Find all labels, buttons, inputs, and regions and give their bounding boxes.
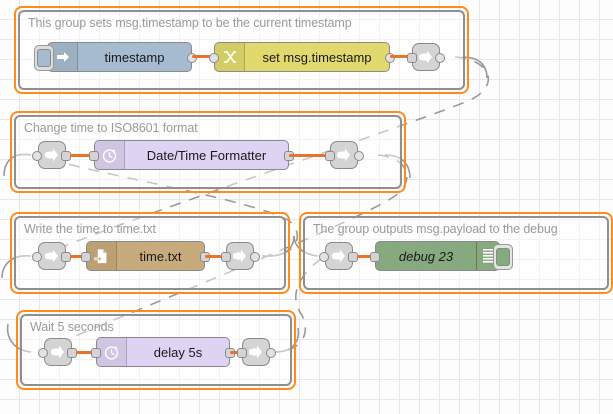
link-out-1-output-port[interactable] (435, 53, 445, 63)
datetime-input-port[interactable] (89, 151, 99, 161)
file-input-port[interactable] (81, 252, 91, 262)
node-link-out-5[interactable] (237, 338, 276, 366)
group-delay-label: Wait 5 seconds (30, 320, 114, 334)
wire-linkin2-to-datetime (70, 154, 98, 157)
node-link-out-3[interactable] (221, 242, 260, 270)
group-writefile-label: Write the time to time.txt (24, 222, 156, 236)
debug-toggle-swatch (496, 248, 510, 266)
wire-datetime-to-linkout2 (289, 154, 335, 157)
clock-icon (97, 338, 127, 366)
group-iso8601-label: Change time to ISO8601 format (24, 121, 198, 135)
link-out-3-input-port[interactable] (221, 252, 231, 262)
change-input-port[interactable] (209, 53, 219, 63)
link-in-3-input-port[interactable] (32, 252, 42, 262)
node-datetime-label: Date/Time Formatter (146, 147, 267, 163)
node-delay-5s[interactable]: delay 5s (91, 337, 235, 367)
link-in-4-input-port[interactable] (319, 252, 329, 262)
node-link-out-2[interactable] (325, 141, 364, 169)
link-out-icon (336, 148, 350, 162)
link-in-2-input-port[interactable] (32, 151, 42, 161)
link-in-icon (331, 249, 345, 263)
change-output-port[interactable] (385, 53, 395, 63)
wire-file-to-linkout3 (205, 255, 230, 258)
wire-linkin4-to-debug (357, 255, 379, 258)
debug-input-port[interactable] (370, 252, 380, 262)
node-link-in-5[interactable] (38, 338, 77, 366)
wire-inject-to-change (192, 55, 220, 58)
node-file-time-txt[interactable]: time.txt (81, 241, 210, 271)
node-link-out-1[interactable] (407, 43, 445, 71)
link-out-1-input-port[interactable] (407, 53, 417, 63)
clock-icon (95, 141, 125, 169)
link-out-icon (418, 50, 432, 64)
group-timestamp-label: This group sets msg.timestamp to be the … (28, 16, 352, 30)
node-inject-label: timestamp (104, 49, 165, 65)
link-out-icon (232, 249, 246, 263)
delay-input-port[interactable] (91, 348, 101, 358)
node-change-label: set msg.timestamp (262, 49, 372, 65)
file-write-icon (87, 242, 117, 270)
debug-enable-toggle[interactable] (493, 244, 513, 270)
link-out-2-input-port[interactable] (325, 151, 335, 161)
group-debug-label: The group outputs msg.payload to the deb… (313, 222, 558, 236)
node-debug-23[interactable]: debug 23 (370, 241, 513, 271)
node-file-label: time.txt (139, 248, 182, 264)
link-in-icon (44, 148, 58, 162)
debug-lines-icon (476, 242, 499, 270)
node-link-in-2[interactable] (32, 141, 71, 169)
link-out-icon (248, 345, 262, 359)
link-out-2-output-port[interactable] (354, 151, 364, 161)
inject-trigger-swatch (37, 49, 51, 67)
node-datetime-formatter[interactable]: Date/Time Formatter (89, 140, 294, 170)
node-change-set-timestamp[interactable]: set msg.timestamp (209, 42, 395, 72)
node-link-in-3[interactable] (32, 242, 71, 270)
link-in-icon (50, 345, 64, 359)
node-delay-label: delay 5s (153, 344, 203, 360)
inject-trigger-button[interactable] (34, 45, 54, 71)
node-link-in-4[interactable] (319, 242, 358, 270)
link-in-5-input-port[interactable] (38, 348, 48, 358)
wire-linkin5-to-delay (76, 351, 100, 354)
wire-linkin3-to-file (70, 255, 90, 258)
wire-change-to-linkout (390, 55, 418, 58)
node-debug-label: debug 23 (398, 248, 454, 264)
link-out-5-input-port[interactable] (237, 348, 247, 358)
link-out-5-output-port[interactable] (266, 348, 276, 358)
link-out-3-output-port[interactable] (250, 252, 260, 262)
node-inject-timestamp[interactable]: timestamp (34, 42, 197, 72)
inject-output-port[interactable] (187, 53, 197, 63)
shuffle-icon (215, 43, 245, 71)
link-in-icon (44, 249, 58, 263)
